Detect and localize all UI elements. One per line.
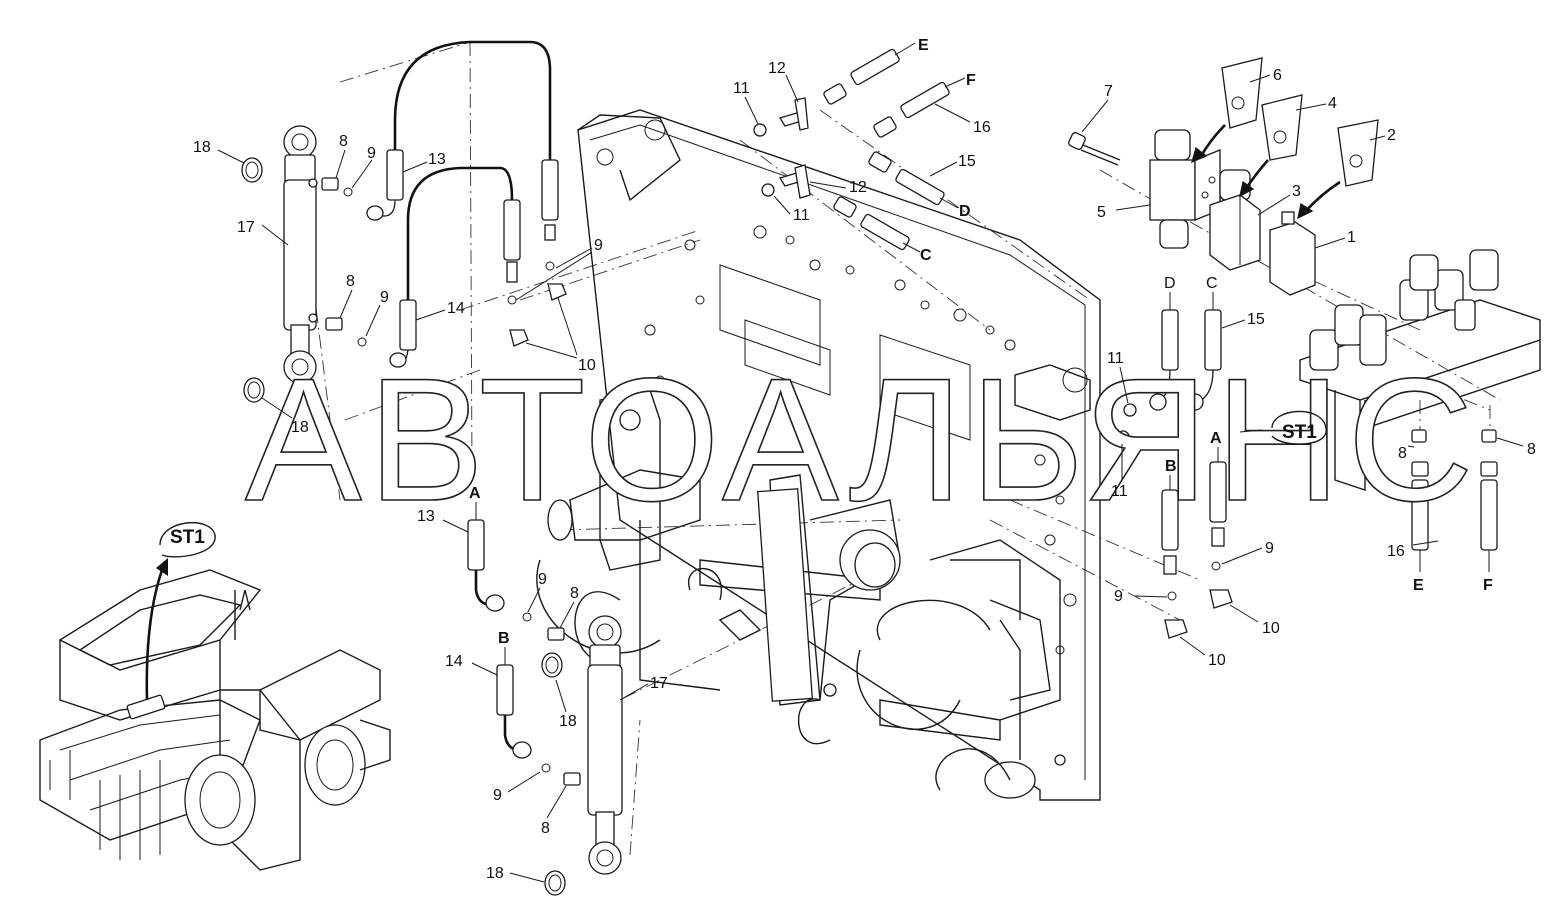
paver-machine-overview [39,521,391,871]
port-letter-e: E [1413,577,1424,594]
callout-5: 5 [1097,204,1106,221]
port-letter-d: D [959,203,971,220]
callout-9: 9 [367,145,376,162]
callout-14: 14 [447,300,465,317]
port-letter-b: B [498,630,510,647]
right-hoses [1116,309,1498,639]
callout-9: 9 [594,237,603,254]
callout-10: 10 [578,357,596,374]
callout-11: 11 [733,80,750,97]
callout-12: 12 [849,179,867,196]
callout-4: 4 [1328,95,1337,112]
callout-3: 3 [1292,183,1301,200]
callout-8: 8 [1398,445,1407,462]
callout-18: 18 [559,713,577,730]
callout-10: 10 [1262,620,1280,637]
port-letter-a: A [469,485,481,502]
port-letter-d: D [1164,275,1176,292]
main-frame [577,109,1101,801]
hoses-lower-left [467,519,581,786]
port-letter-b: B [1165,458,1177,475]
port-letter-c: C [920,247,932,264]
callout-8: 8 [570,585,579,602]
callout-8: 8 [541,820,550,837]
callout-10: 10 [1208,652,1226,669]
port-letter-a: A [1210,430,1222,447]
callout-9: 9 [1265,540,1274,557]
top-tee-fittings [753,42,966,253]
callout-11: 11 [1111,483,1128,500]
callout-8: 8 [346,273,355,290]
callout-11: 11 [1107,350,1124,367]
callout-9: 9 [1114,588,1123,605]
callout-8: 8 [339,133,348,150]
seal-ring-lower-left [541,652,563,678]
callout-12: 12 [768,60,786,77]
callout-16: 16 [973,119,991,136]
callout-11: 11 [793,207,810,224]
callout-14: 14 [445,653,463,670]
auger-drive-assembly [536,389,1066,799]
callout-18: 18 [193,139,211,156]
callout-18: 18 [291,419,309,436]
callout-8: 8 [1527,441,1536,458]
callout-9: 9 [493,787,502,804]
callout-9: 9 [538,571,547,588]
callout-numbers: 18 17 8 9 13 8 9 14 18 9 10 11 12 12 11 … [193,60,1536,883]
fittings-upper-cylinder [321,177,367,347]
callout-9: 9 [380,289,389,306]
port-letter-f: F [1483,577,1493,594]
seal-ring-upper [241,157,263,183]
callout-2: 2 [1387,127,1396,144]
callout-13: 13 [417,508,435,525]
callout-17: 17 [650,675,668,692]
callout-17: 17 [237,219,255,236]
watermark: АВТОАЛЬЯНС [245,343,1480,538]
section-ref-st1-machine: ST1 [170,527,205,548]
seal-ring-bottom [544,870,566,896]
callout-6: 6 [1273,67,1282,84]
callout-15: 15 [1247,311,1265,328]
port-letters: E F D C D C A B E F A B [469,37,1493,665]
callout-16: 16 [1387,543,1405,560]
callout-15: 15 [958,153,976,170]
callout-7: 7 [1104,83,1113,100]
control-valve-block [1299,249,1541,491]
port-letter-c: C [1206,275,1218,292]
valve-group [1068,57,1379,296]
hydraulic-cylinder-lower [587,615,623,875]
section-ref-st1: ST1 [1282,422,1317,443]
seal-ring-lower [243,377,265,403]
hoses-upper-left [366,40,567,368]
callout-13: 13 [428,151,446,168]
section-reference: ST1 ST1 [170,410,1327,548]
port-letter-f: F [966,72,976,89]
callout-18: 18 [486,865,504,882]
port-letter-e: E [918,37,929,54]
callout-1: 1 [1347,229,1356,246]
hydraulic-cylinder-upper [283,125,318,384]
